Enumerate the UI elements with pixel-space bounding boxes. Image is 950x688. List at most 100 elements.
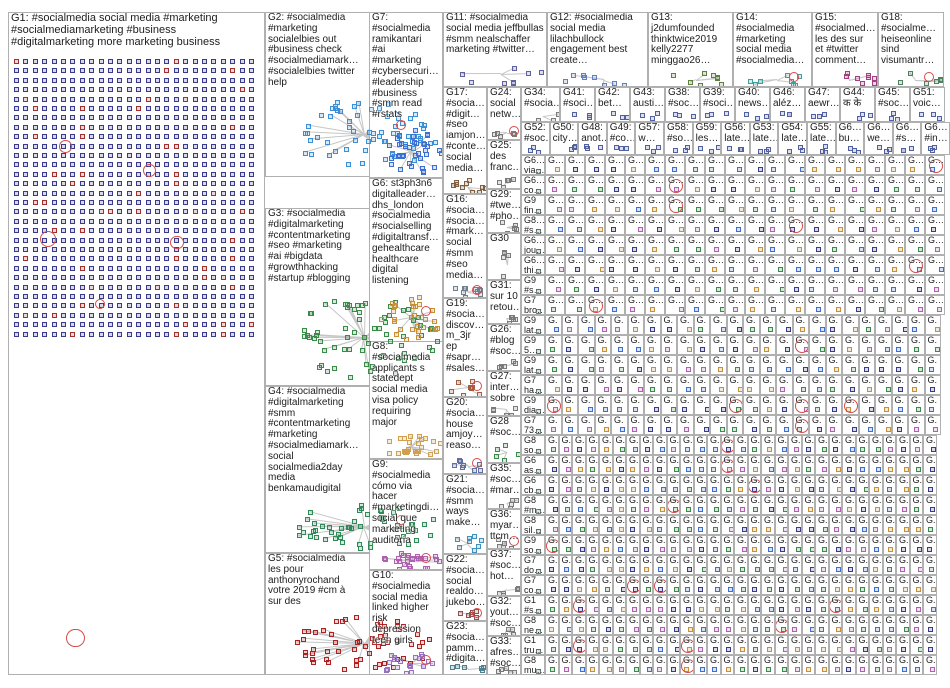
tiny-group-label: G. bbox=[778, 536, 787, 546]
tiny-group-label: G. bbox=[812, 336, 824, 346]
tiny-group-label: G… bbox=[928, 236, 943, 246]
tiny-group-box: G… bbox=[805, 295, 825, 315]
small-node bbox=[598, 145, 603, 150]
tiny-group-label: G. bbox=[805, 636, 814, 646]
tiny-node bbox=[619, 487, 624, 492]
g1-node bbox=[42, 191, 47, 196]
tiny-node bbox=[887, 647, 892, 652]
tiny-node bbox=[753, 647, 758, 652]
g1-node bbox=[52, 162, 57, 167]
tiny-group-box: G… bbox=[725, 195, 745, 215]
tiny-node bbox=[550, 607, 555, 612]
g1-node bbox=[99, 181, 104, 186]
g1-node bbox=[221, 172, 226, 177]
group-node bbox=[347, 119, 352, 124]
tiny-node bbox=[931, 447, 936, 452]
tiny-node bbox=[875, 667, 880, 672]
group-node bbox=[367, 651, 372, 656]
tiny-group-label: G. bbox=[575, 556, 584, 566]
tiny-group-label: G. bbox=[832, 576, 841, 586]
self-loop-ring bbox=[589, 299, 603, 313]
small-node bbox=[536, 389, 541, 394]
tiny-group-label: G. bbox=[796, 376, 808, 386]
tiny-group-label: G. bbox=[602, 436, 611, 446]
tiny-node bbox=[753, 627, 758, 632]
tiny-group-box: G… bbox=[925, 195, 945, 215]
g1-node bbox=[14, 247, 19, 252]
g1-node bbox=[230, 285, 235, 290]
tiny-node bbox=[879, 307, 884, 312]
g1-node bbox=[183, 228, 188, 233]
g1-node bbox=[249, 256, 254, 261]
group-node bbox=[357, 317, 362, 322]
g1-node bbox=[42, 209, 47, 214]
tiny-group-label: G. bbox=[872, 436, 881, 446]
tiny-group-label: G… bbox=[928, 196, 943, 206]
tiny-node bbox=[904, 487, 909, 492]
tiny-group-box: G. bbox=[748, 535, 762, 555]
tiny-group-label: G. bbox=[631, 376, 643, 386]
group-node bbox=[422, 123, 427, 128]
group-node bbox=[435, 339, 440, 344]
tiny-group-box: G. bbox=[626, 595, 640, 615]
g1-node bbox=[61, 209, 66, 214]
g1-node bbox=[136, 219, 141, 224]
g1-node bbox=[117, 303, 122, 308]
tiny-group-label: G. bbox=[913, 556, 922, 566]
self-loop-ring bbox=[909, 259, 923, 273]
g1-node bbox=[249, 332, 254, 337]
tiny-group-label: G. bbox=[926, 436, 935, 446]
g1-node bbox=[70, 266, 75, 271]
tiny-group-label: G. bbox=[805, 496, 814, 506]
tiny-group-label: G. bbox=[829, 316, 841, 326]
tiny-node bbox=[904, 527, 909, 532]
tiny-group-label: G… bbox=[808, 236, 823, 246]
tiny-node bbox=[789, 207, 794, 212]
tiny-group-box: G… bbox=[685, 175, 705, 195]
tiny-group-box: G. bbox=[727, 355, 744, 375]
tiny-group-label: G. bbox=[859, 636, 868, 646]
tiny-group-box: G… bbox=[885, 275, 905, 295]
tiny-group-box: G… bbox=[745, 155, 765, 175]
tiny-node bbox=[768, 547, 773, 552]
group-node bbox=[301, 530, 306, 535]
tiny-node bbox=[819, 487, 824, 492]
small-node bbox=[536, 669, 541, 674]
g1-node bbox=[23, 294, 28, 299]
g1-node bbox=[193, 97, 198, 102]
tiny-node bbox=[873, 567, 878, 572]
group-label-g15: G15: #socialmed… les des sur et #twitter… bbox=[815, 13, 876, 67]
g1-node bbox=[70, 238, 75, 243]
tiny-node bbox=[901, 547, 906, 552]
g1-node bbox=[136, 134, 141, 139]
tiny-group-label: G. bbox=[683, 436, 692, 446]
tiny-group-label: G… bbox=[908, 216, 923, 226]
g1-node bbox=[240, 115, 245, 120]
g1-node bbox=[183, 256, 188, 261]
tiny-node bbox=[598, 187, 603, 192]
g1-node bbox=[221, 294, 226, 299]
tiny-node bbox=[830, 327, 835, 332]
tiny-node bbox=[646, 607, 651, 612]
tiny-group-label: G. bbox=[629, 436, 638, 446]
tiny-node bbox=[726, 487, 731, 492]
small-node bbox=[683, 148, 688, 153]
tiny-group-label: G. bbox=[656, 476, 665, 486]
group-box-g29: G29: #twe… #pho… bbox=[487, 189, 521, 233]
group-node bbox=[310, 657, 315, 662]
tiny-group-box: G… bbox=[845, 255, 865, 275]
group-box-g23: G23: #socia… pamm… #digita… bbox=[443, 621, 487, 675]
tiny-node bbox=[928, 627, 933, 632]
tiny-group-box: G. bbox=[869, 655, 883, 675]
tiny-group-label: G. bbox=[670, 436, 679, 446]
small-node bbox=[536, 589, 541, 594]
g1-node bbox=[249, 144, 254, 149]
tiny-node bbox=[764, 347, 769, 352]
tiny-group-box: G… bbox=[805, 155, 825, 175]
tiny-group-label: G… bbox=[588, 156, 603, 166]
small-column-box: G7 do… bbox=[521, 555, 545, 575]
g1-node bbox=[52, 106, 57, 111]
g1-node bbox=[146, 87, 151, 92]
tiny-group-box: G… bbox=[845, 235, 865, 255]
group-node bbox=[938, 77, 943, 82]
